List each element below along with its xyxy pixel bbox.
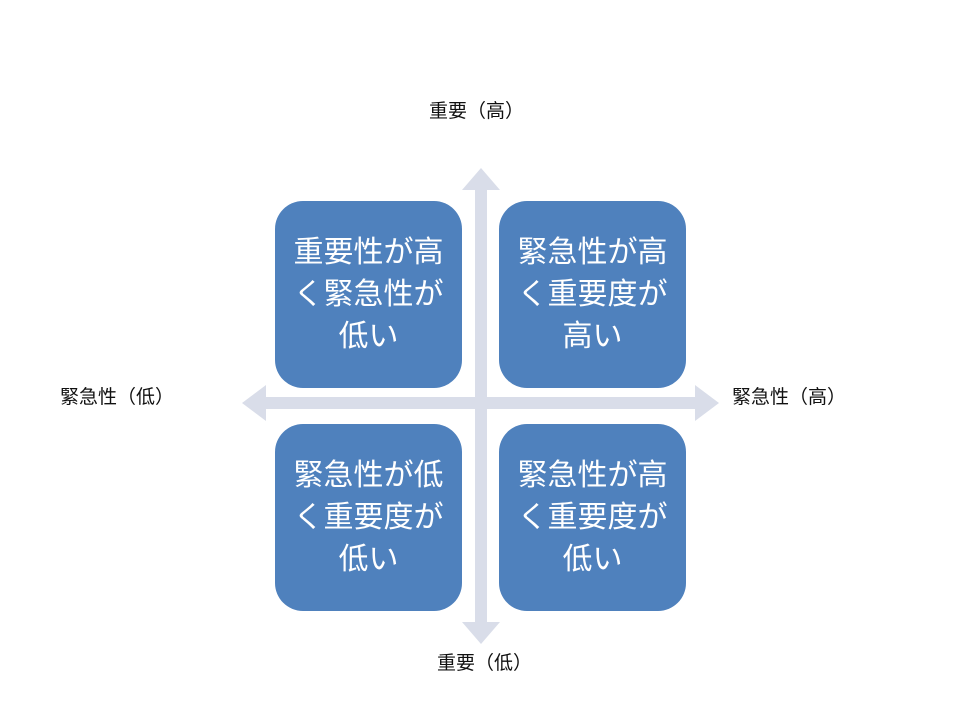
quadrant-top-left: 重要性が高く緊急性が低い [275,201,462,388]
axis-label-urgency-low: 緊急性（低） [60,386,175,408]
quadrant-bottom-right-label: 緊急性が高く重要度が低い [517,457,668,577]
quadrant-top-right-label: 緊急性が高く重要度が高い [517,234,668,354]
quadrant-bottom-left: 緊急性が低く重要度が低い [275,424,462,611]
axis-label-importance-low: 重要（低） [437,652,533,674]
quadrant-top-left-label: 重要性が高く緊急性が低い [293,234,444,354]
axis-label-importance-high: 重要（高） [429,100,525,122]
axis-label-urgency-high: 緊急性（高） [732,386,847,408]
quadrant-bottom-right: 緊急性が高く重要度が低い [499,424,686,611]
horizontal-axis-arrow [242,385,719,421]
quadrant-bottom-left-label: 緊急性が低く重要度が低い [293,457,444,577]
quadrant-top-right: 緊急性が高く重要度が高い [499,201,686,388]
